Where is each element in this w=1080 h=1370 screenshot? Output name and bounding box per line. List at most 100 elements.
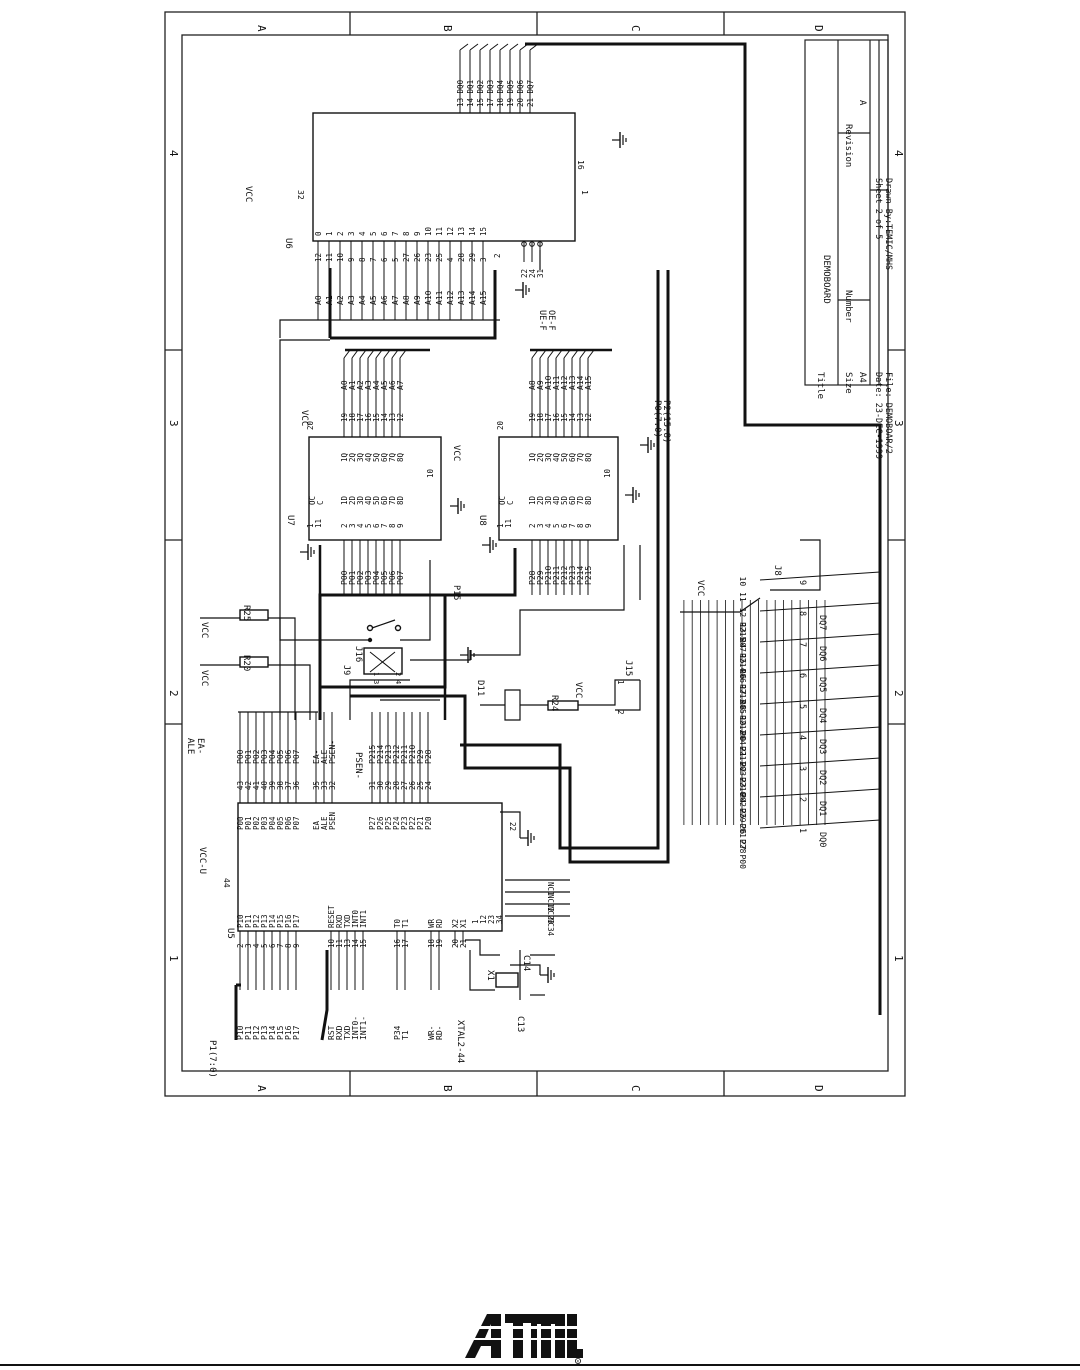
border-row-3-left: 3 (167, 420, 180, 427)
u5-rin-p01: P01 (244, 816, 253, 830)
j16-pin-3: 3 (372, 680, 380, 684)
u5-rin-p26: P26 (376, 816, 385, 830)
u7-inpin-5: 5 (364, 523, 373, 528)
u5-xtal-pin-21: 21 (459, 939, 468, 948)
ale-label: ALE (185, 738, 195, 754)
u5-rpin-28: 28 (392, 780, 401, 790)
u5-rin-p00: P00 (236, 816, 245, 830)
u6-addr-a5: A5 (369, 295, 378, 305)
u7-out-a5: A5 (380, 380, 389, 390)
u6-addr-a15: A15 (479, 290, 488, 305)
u6-apin-25: 25 (435, 253, 444, 262)
u7-d-1d: 1D (340, 495, 349, 505)
j15-pin-2: 2 (616, 710, 625, 715)
u6-pin2: 2 (493, 253, 502, 258)
u7-inpin-3: 3 (348, 523, 357, 528)
p2-bus-label: P2(15:8) (661, 400, 671, 443)
j8-rnet-dq2: DQ2 (817, 770, 827, 785)
u5-rin-p03: P03 (260, 816, 269, 830)
u7-outpin-19: 19 (340, 413, 349, 422)
u5-net-p14: P14 (268, 1025, 277, 1040)
u8-in-p214: P214 (576, 566, 585, 585)
border-row-4-right: 4 (892, 150, 905, 157)
u5-rin-p20: P20 (424, 816, 433, 830)
u5-rpin-30: 30 (376, 780, 385, 790)
u6-addr-a4: A4 (358, 295, 367, 305)
u6-addr-a9: A9 (413, 295, 422, 305)
psen-label: PSEN- (353, 752, 363, 779)
j8-rnet-dq0: DQ0 (817, 832, 827, 847)
u7-d-5d: 5D (372, 495, 381, 505)
u5-in-p16: P16 (284, 914, 293, 928)
u7-out-a1: A1 (348, 380, 357, 390)
date-text: Date: 23-DEC-1999 (873, 372, 883, 459)
vcc-u8-label: VCC (451, 445, 461, 461)
u6-data-dq6: 20 DQ6 (516, 79, 525, 107)
u7-q-6q: 6Q (380, 452, 389, 462)
j8-rnet-dq5: DQ5 (817, 677, 827, 692)
u7-d-2d: 2D (348, 495, 357, 505)
u5-net-t1: T1 (401, 1030, 410, 1040)
u5-in-txd: TXD (343, 914, 352, 928)
j9-refdes: J9 (341, 665, 351, 675)
u5-rpin-41: 41 (252, 781, 261, 790)
u6-ain-9: 9 (413, 231, 422, 236)
u5-rpin-25: 25 (416, 781, 425, 790)
u6-addr-a10: A10 (424, 290, 433, 305)
u5-rin-p07: P07 (292, 816, 301, 830)
j16-pin-2: 2 (394, 672, 402, 676)
u7-d-3d: 3D (356, 495, 365, 505)
vcc-u6-label: VCC (243, 186, 253, 202)
p1-bus-label: P1(7:0) (207, 1040, 217, 1078)
j8-rnet-dq7: DQ7 (817, 615, 827, 630)
u5-pin-13: 13 (343, 939, 352, 948)
u5-nc-net-nc1: NC1 (546, 882, 555, 896)
u8-inpin-8: 8 (576, 523, 585, 528)
u5-in-p15: P15 (276, 914, 285, 928)
j8-rnet-dq4: DQ4 (817, 708, 827, 723)
u5-pin-2: 2 (236, 943, 245, 948)
u8-d-3d: 3D (544, 495, 553, 505)
u5-rnet-p211: P211 (400, 745, 409, 764)
u5-rnet-p213: P213 (384, 745, 393, 764)
u6-data-dq2: 15 DQ2 (476, 80, 485, 107)
u5-rpin-43: 43 (236, 781, 245, 790)
u5-net-p34: P34 (393, 1025, 402, 1040)
u6-addr-a8: A8 (402, 295, 411, 305)
u6-apin-26: 26 (413, 252, 422, 262)
u6-apin-9: 9 (347, 257, 356, 262)
u7-q-7q: 7Q (388, 452, 397, 462)
j8-lpin-13: 13 P07 (738, 623, 747, 652)
u8-out-a14: A14 (576, 375, 585, 390)
u5-rpin-35: 35 (312, 781, 321, 790)
j15-refdes: J15 (623, 660, 633, 676)
u6-flash-memory (312, 112, 576, 242)
u7-vcc-pin: 20 (306, 420, 315, 430)
u6-apin-28: 28 (457, 252, 466, 262)
title-block (804, 39, 889, 386)
u6-apin-27: 27 (402, 253, 411, 262)
u8-latch (498, 436, 619, 541)
u5-nc-pin-1: 1 (471, 919, 480, 924)
u7-d-4d: 4D (364, 495, 373, 505)
u8-in-p210: P210 (544, 566, 553, 585)
u5-net-p12: P12 (252, 1025, 261, 1040)
u8-inpin-9: 9 (584, 523, 593, 528)
u5-pin-19: 19 (435, 939, 444, 948)
u7-d-6d: 6D (380, 495, 389, 505)
u5-rnet-p02: P02 (252, 749, 261, 764)
u7-q-5q: 5Q (372, 452, 381, 462)
u6-ain-11: 11 (435, 227, 444, 236)
u5-in-int0: INT0 (351, 909, 360, 928)
u7-inpin-7: 7 (380, 523, 389, 528)
u5-in-t1: T1 (401, 919, 410, 928)
u5-rpin-33: 33 (320, 781, 329, 790)
u5-rpin-39: 39 (268, 781, 277, 790)
u8-q-2q: 2Q (536, 452, 545, 462)
u5-rnet-psen: PSEN- (328, 740, 337, 764)
u8-outpin-15: 15 (560, 413, 569, 422)
u5-rpin-31: 31 (368, 781, 377, 790)
u5-rnet-p29: P29 (416, 749, 425, 764)
u5-pin-4: 4 (252, 943, 261, 948)
